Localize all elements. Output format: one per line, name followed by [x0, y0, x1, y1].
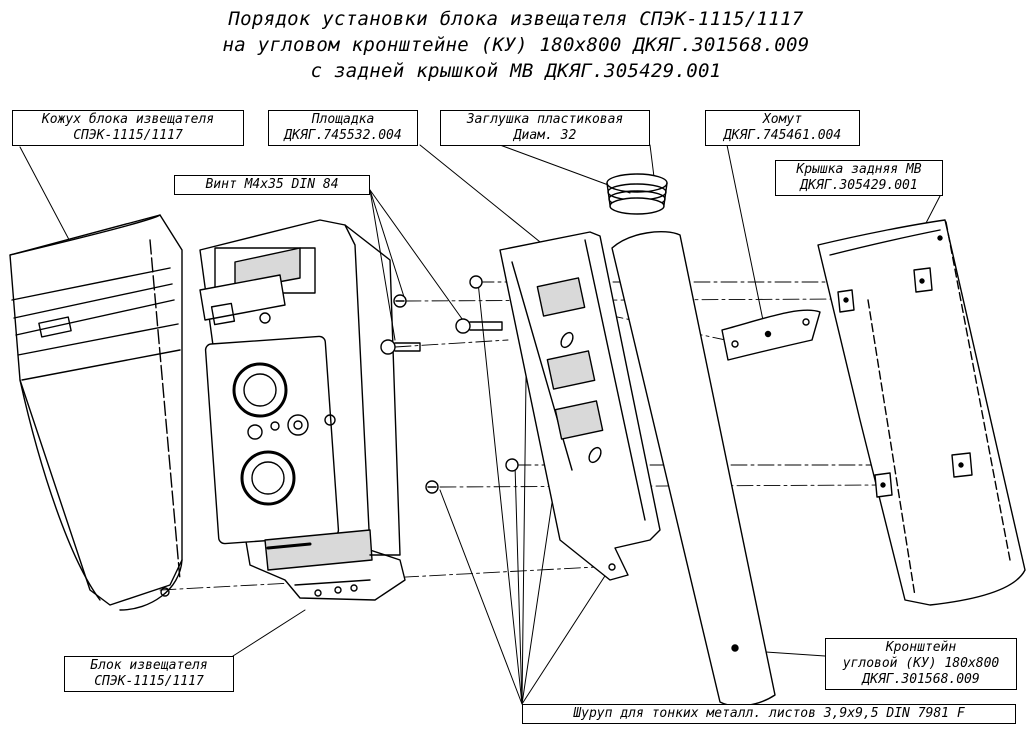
- label-cover-line2: ДКЯГ.305429.001: [800, 178, 918, 193]
- label-clamp-line1: Хомут: [762, 112, 803, 127]
- label-screw-text: Винт М4х35 DIN 84: [205, 177, 339, 192]
- label-unit-line2: СПЭК-1115/1117: [94, 674, 204, 689]
- label-bracket: Кронштейн угловой (КУ) 180х800 ДКЯГ.3015…: [825, 638, 1017, 690]
- label-selftap-text: Шуруп для тонких металл. листов 3,9х9,5 …: [573, 706, 965, 721]
- label-bracket-line3: ДКЯГ.301568.009: [862, 672, 980, 687]
- drawing-title: Порядок установки блока извещателя СПЭК-…: [0, 6, 1032, 84]
- label-screw: Винт М4х35 DIN 84: [174, 175, 370, 195]
- label-unit: Блок извещателя СПЭК-1115/1117: [64, 656, 234, 692]
- label-selftap-screw: Шуруп для тонких металл. листов 3,9х9,5 …: [522, 704, 1016, 724]
- label-casing-line1: Кожух блока извещателя: [41, 112, 215, 127]
- label-plate-line2: ДКЯГ.745532.004: [284, 128, 402, 143]
- label-unit-line1: Блок извещателя: [90, 658, 208, 673]
- label-plug: Заглушка пластиковая Диам. 32: [440, 110, 650, 146]
- label-cover-line1: Крышка задняя МВ: [796, 162, 922, 177]
- label-clamp-line2: ДКЯГ.745461.004: [723, 128, 842, 143]
- label-casing: Кожух блока извещателя СПЭК-1115/1117: [12, 110, 244, 146]
- label-clamp: Хомут ДКЯГ.745461.004: [705, 110, 860, 146]
- title-line-1: Порядок установки блока извещателя СПЭК-…: [228, 8, 804, 30]
- label-plate: Площадка ДКЯГ.745532.004: [268, 110, 418, 146]
- detector-unit: [199, 219, 406, 601]
- mounting-plate: [499, 231, 661, 581]
- label-plug-line2: Диам. 32: [513, 128, 577, 143]
- plastic-plug: [606, 173, 668, 215]
- label-bracket-line1: Кронштейн: [885, 640, 957, 655]
- rear-cover-mv: [817, 219, 1026, 606]
- clamp: [721, 309, 821, 361]
- label-casing-line2: СПЭК-1115/1117: [73, 128, 183, 143]
- title-line-2: на угловом кронштейне (КУ) 180х800 ДКЯГ.…: [222, 34, 810, 56]
- label-plug-line1: Заглушка пластиковая: [466, 112, 624, 127]
- label-plate-line1: Площадка: [311, 112, 375, 127]
- label-cover: Крышка задняя МВ ДКЯГ.305429.001: [775, 160, 943, 196]
- screws-m4x35: [380, 275, 519, 494]
- title-line-3: с задней крышкой МВ ДКЯГ.305429.001: [310, 60, 722, 82]
- label-bracket-line2: угловой (КУ) 180х800: [842, 656, 1000, 671]
- detector-casing: [9, 214, 183, 611]
